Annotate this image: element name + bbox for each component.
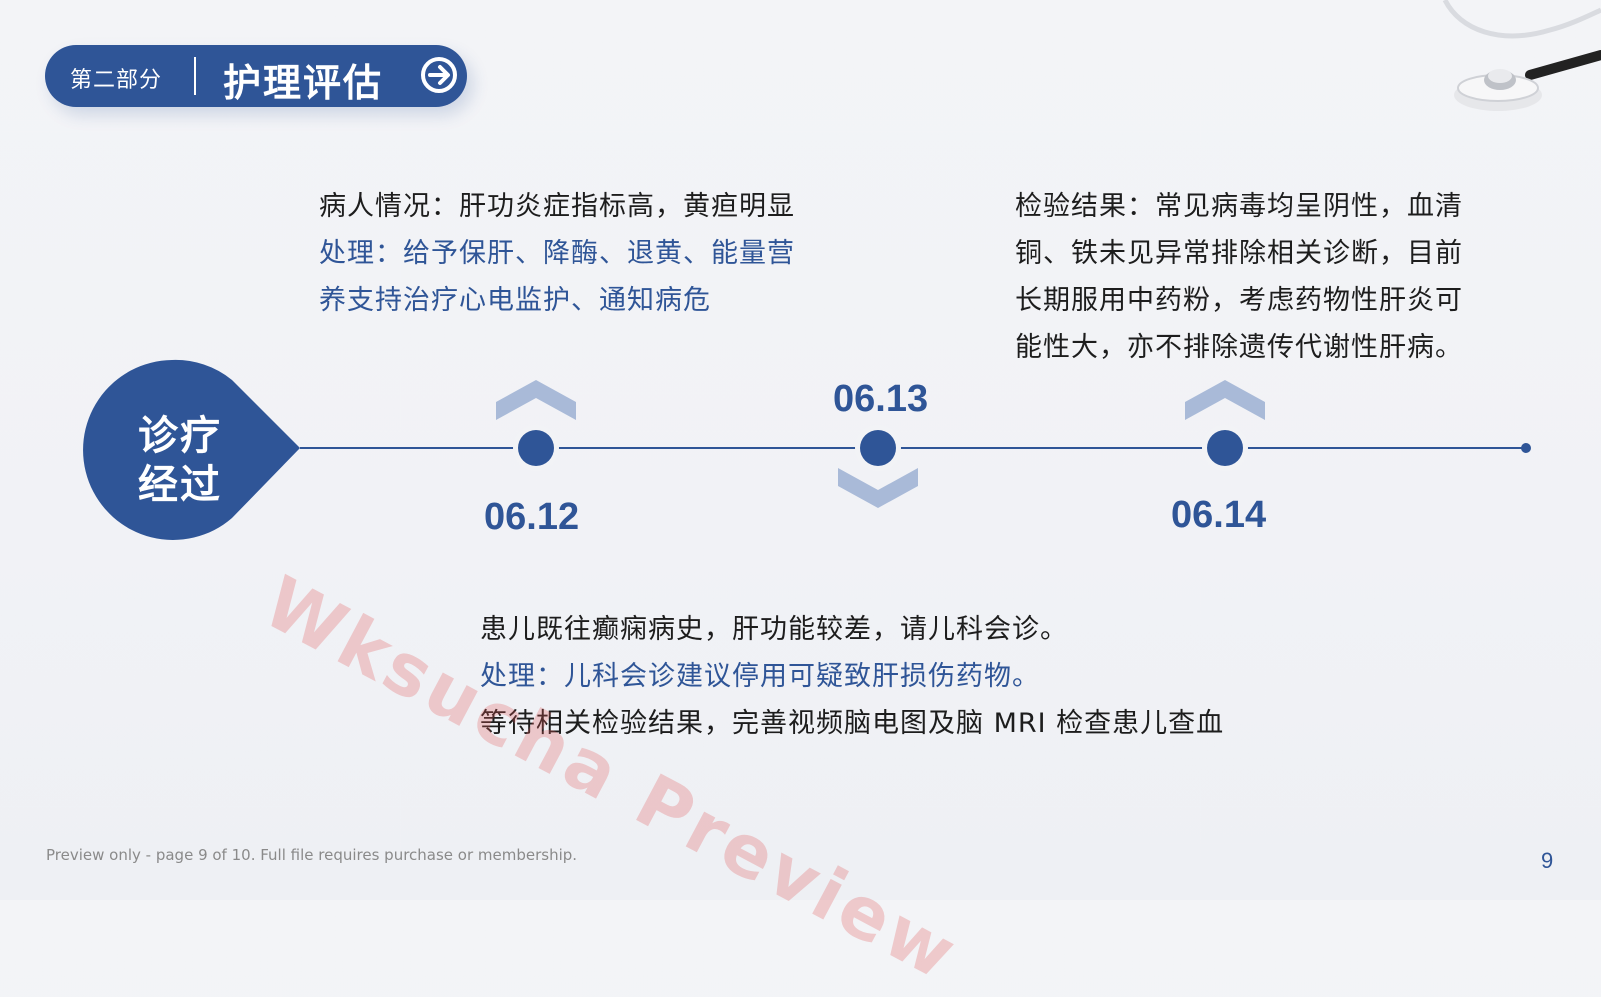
event-0612: 病人情况：肝功炎症指标高，黄疸明显 处理：给予保肝、降酶、退黄、能量营 养支持治…	[319, 183, 839, 324]
event-0614-line-2: 铜、铁未见异常排除相关诊断，目前	[1015, 238, 1463, 269]
section-label: 第二部分	[70, 68, 163, 93]
chevron-down-icon	[838, 468, 918, 508]
node-0614	[1202, 425, 1248, 471]
date-label-0612: 06.12	[484, 496, 580, 538]
stage-badge	[83, 359, 300, 540]
event-0614-line-4: 能性大，亦不排除遗传代谢性肝病。	[1015, 332, 1463, 363]
page-number: 9	[1541, 848, 1554, 873]
section-header-pill	[45, 45, 467, 107]
node-0612	[513, 425, 559, 471]
stethoscope-icon	[1442, 0, 1601, 111]
badge-line-2: 经过	[138, 462, 222, 508]
event-0612-treatment: 处理：给予保肝、降酶、退黄、能量营	[319, 238, 795, 269]
event-0613-followup: 等待相关检验结果，完善视频脑电图及脑 MRI 检查患儿查血	[480, 708, 1225, 739]
node-0613	[855, 425, 901, 471]
date-label-0614: 06.14	[1171, 494, 1267, 536]
timeline-end-dot	[1521, 443, 1531, 453]
event-0614: 检验结果：常见病毒均呈阴性，血清 铜、铁未见异常排除相关诊断，目前 长期服用中药…	[1015, 183, 1515, 371]
timeline	[300, 380, 1531, 508]
event-0613: 患儿既往癫痫病史，肝功能较差，请儿科会诊。 处理：儿科会诊建议停用可疑致肝损伤药…	[480, 606, 1300, 747]
event-0612-situation: 病人情况：肝功炎症指标高，黄疸明显	[319, 191, 795, 222]
page-title: 护理评估	[223, 61, 384, 105]
event-0612-treatment-cont: 养支持治疗心电监护、通知病危	[319, 285, 711, 316]
event-0614-line-1: 检验结果：常见病毒均呈阴性，血清	[1015, 191, 1463, 222]
chevron-up-icon	[1185, 380, 1265, 420]
badge-line-1: 诊疗	[138, 413, 222, 459]
header-divider	[194, 57, 196, 95]
event-0613-history: 患儿既往癫痫病史，肝功能较差，请儿科会诊。	[480, 614, 1068, 645]
date-label-0613: 06.13	[833, 378, 929, 420]
event-0613-treatment: 处理：儿科会诊建议停用可疑致肝损伤药物。	[480, 661, 1040, 692]
event-0614-line-3: 长期服用中药粉，考虑药物性肝炎可	[1015, 285, 1463, 316]
footer-note: Preview only - page 9 of 10. Full file r…	[46, 846, 578, 864]
arrow-right-circle-icon	[421, 57, 457, 93]
chevron-up-icon	[496, 380, 576, 420]
